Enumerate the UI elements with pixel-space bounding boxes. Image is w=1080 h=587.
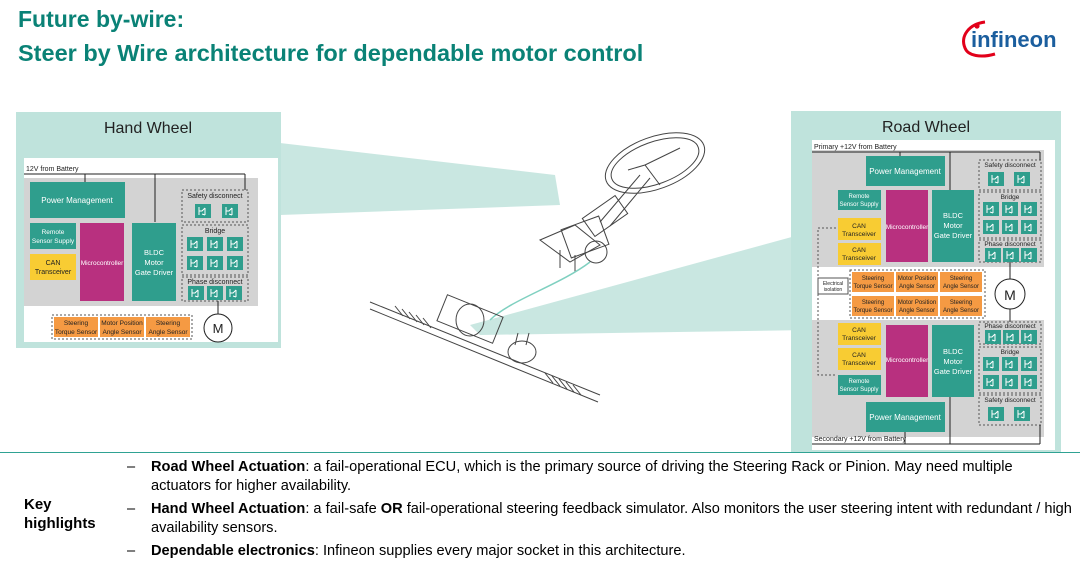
svg-text:Angle Sensor: Angle Sensor [899, 284, 935, 290]
svg-text:Gate Driver: Gate Driver [135, 268, 174, 277]
rw-bridge-bottom-label: Bridge [1001, 349, 1020, 356]
hw-battery-label: 12V from Battery [26, 166, 79, 173]
svg-text:Torque Sensor: Torque Sensor [853, 308, 892, 314]
rw-safety-bottom-label: Safety disconnect [984, 397, 1036, 404]
hw-microcontroller-label: Microcontroller [81, 260, 124, 267]
svg-text:BLDC: BLDC [144, 248, 165, 257]
key-highlights-label: Key highlights [24, 496, 96, 532]
svg-text:Torque Sensor: Torque Sensor [55, 329, 98, 336]
svg-text:CAN: CAN [852, 352, 866, 359]
logo-wordmark: infineon [971, 27, 1057, 52]
svg-text:Angle Sensor: Angle Sensor [899, 308, 935, 314]
hand-wheel-heading: Hand Wheel [104, 120, 192, 137]
rw-battery-secondary: Secondary +12V from Battery [814, 436, 907, 443]
svg-text:BLDC: BLDC [943, 347, 964, 356]
rw-microcontroller-top: Microcontroller [886, 224, 929, 231]
hw-remote-sensor-supply [30, 223, 76, 249]
svg-text:Angle Sensor: Angle Sensor [943, 308, 979, 314]
svg-text:Transceiver: Transceiver [842, 255, 877, 262]
road-wheel-panel: Road Wheel Primary +12V from Battery Pow… [791, 111, 1061, 452]
hw-power-management-label: Power Management [41, 196, 113, 205]
svg-text:CAN: CAN [852, 247, 866, 254]
svg-text:Gate Driver: Gate Driver [934, 231, 973, 240]
svg-text:CAN: CAN [852, 223, 866, 230]
svg-text:Steering: Steering [950, 300, 972, 306]
svg-text:Sensor Supply: Sensor Supply [32, 238, 75, 245]
road-wheel-heading: Road Wheel [882, 119, 970, 136]
svg-text:Steering: Steering [950, 276, 972, 282]
hw-motor: M [213, 321, 224, 336]
svg-text:Transceiver: Transceiver [35, 269, 72, 276]
svg-text:Motor: Motor [144, 258, 164, 267]
hw-bridge-label: Bridge [205, 228, 225, 235]
svg-text:Gate Driver: Gate Driver [934, 367, 973, 376]
svg-text:Motor: Motor [943, 221, 963, 230]
hand-wheel-panel: Hand Wheel 12V from Battery Power Manage… [16, 112, 281, 348]
svg-text:Electrical: Electrical [823, 281, 843, 287]
hw-microcontroller [80, 223, 124, 301]
svg-text:Transceiver: Transceiver [842, 360, 877, 367]
svg-text:Remote: Remote [42, 229, 65, 236]
svg-text:BLDC: BLDC [943, 211, 964, 220]
rw-microcontroller-bottom: Microcontroller [886, 357, 929, 364]
svg-text:Motor Position: Motor Position [898, 276, 936, 282]
highlights-list: – Road Wheel Actuation: a fail-operation… [127, 458, 1072, 565]
rw-battery-primary: Primary +12V from Battery [814, 144, 897, 151]
svg-text:Motor Position: Motor Position [101, 320, 143, 327]
svg-text:Remote: Remote [848, 379, 870, 385]
svg-text:isolation: isolation [824, 287, 843, 293]
hw-phase-disconnect-label: Phase disconnect [187, 279, 242, 286]
svg-text:Angle Sensor: Angle Sensor [148, 329, 188, 336]
svg-text:Torque Sensor: Torque Sensor [853, 284, 892, 290]
infineon-logo: infineon [962, 20, 1057, 58]
rw-power-management-bottom: Power Management [869, 413, 941, 422]
page-subtitle: Steer by Wire architecture for dependabl… [18, 40, 644, 66]
svg-text:Sensor Supply: Sensor Supply [839, 202, 878, 208]
rw-safety-top-label: Safety disconnect [984, 162, 1036, 169]
hw-safety-disconnect-label: Safety disconnect [187, 193, 242, 200]
divider [0, 452, 1080, 453]
rw-motor: M [1004, 287, 1016, 303]
highlight-dependable-electronics: – Dependable electronics: Infineon suppl… [127, 543, 686, 559]
svg-text:Steering: Steering [862, 276, 884, 282]
svg-text:Steering: Steering [156, 320, 181, 327]
svg-text:Remote: Remote [848, 194, 870, 200]
svg-text:Sensor Supply: Sensor Supply [839, 387, 878, 393]
rw-bridge-top-label: Bridge [1001, 194, 1020, 201]
rw-power-management-top: Power Management [869, 167, 941, 176]
svg-text:Motor Position: Motor Position [898, 300, 936, 306]
hw-bldc-gate-driver [132, 223, 176, 301]
svg-text:Steering: Steering [862, 300, 884, 306]
highlight-hand-wheel: – Hand Wheel Actuation: a fail-safe OR f… [127, 501, 1072, 536]
svg-text:CAN: CAN [46, 260, 61, 267]
steering-mechanics-illustration [369, 132, 706, 403]
rw-phase-top-label: Phase disconnect [984, 241, 1036, 248]
hw-power-management [30, 182, 125, 218]
svg-text:Transceiver: Transceiver [842, 231, 877, 238]
hw-can-transceiver [30, 254, 76, 280]
svg-text:Motor: Motor [943, 357, 963, 366]
svg-text:CAN: CAN [852, 327, 866, 334]
highlight-road-wheel: – Road Wheel Actuation: a fail-operation… [127, 459, 1013, 494]
svg-text:Angle Sensor: Angle Sensor [943, 284, 979, 290]
svg-text:Angle Sensor: Angle Sensor [102, 329, 142, 336]
svg-text:Transceiver: Transceiver [842, 335, 877, 342]
rw-phase-bottom-label: Phase disconnect [984, 323, 1036, 330]
page-title: Future by-wire: [18, 6, 185, 32]
svg-text:Steering: Steering [64, 320, 89, 327]
